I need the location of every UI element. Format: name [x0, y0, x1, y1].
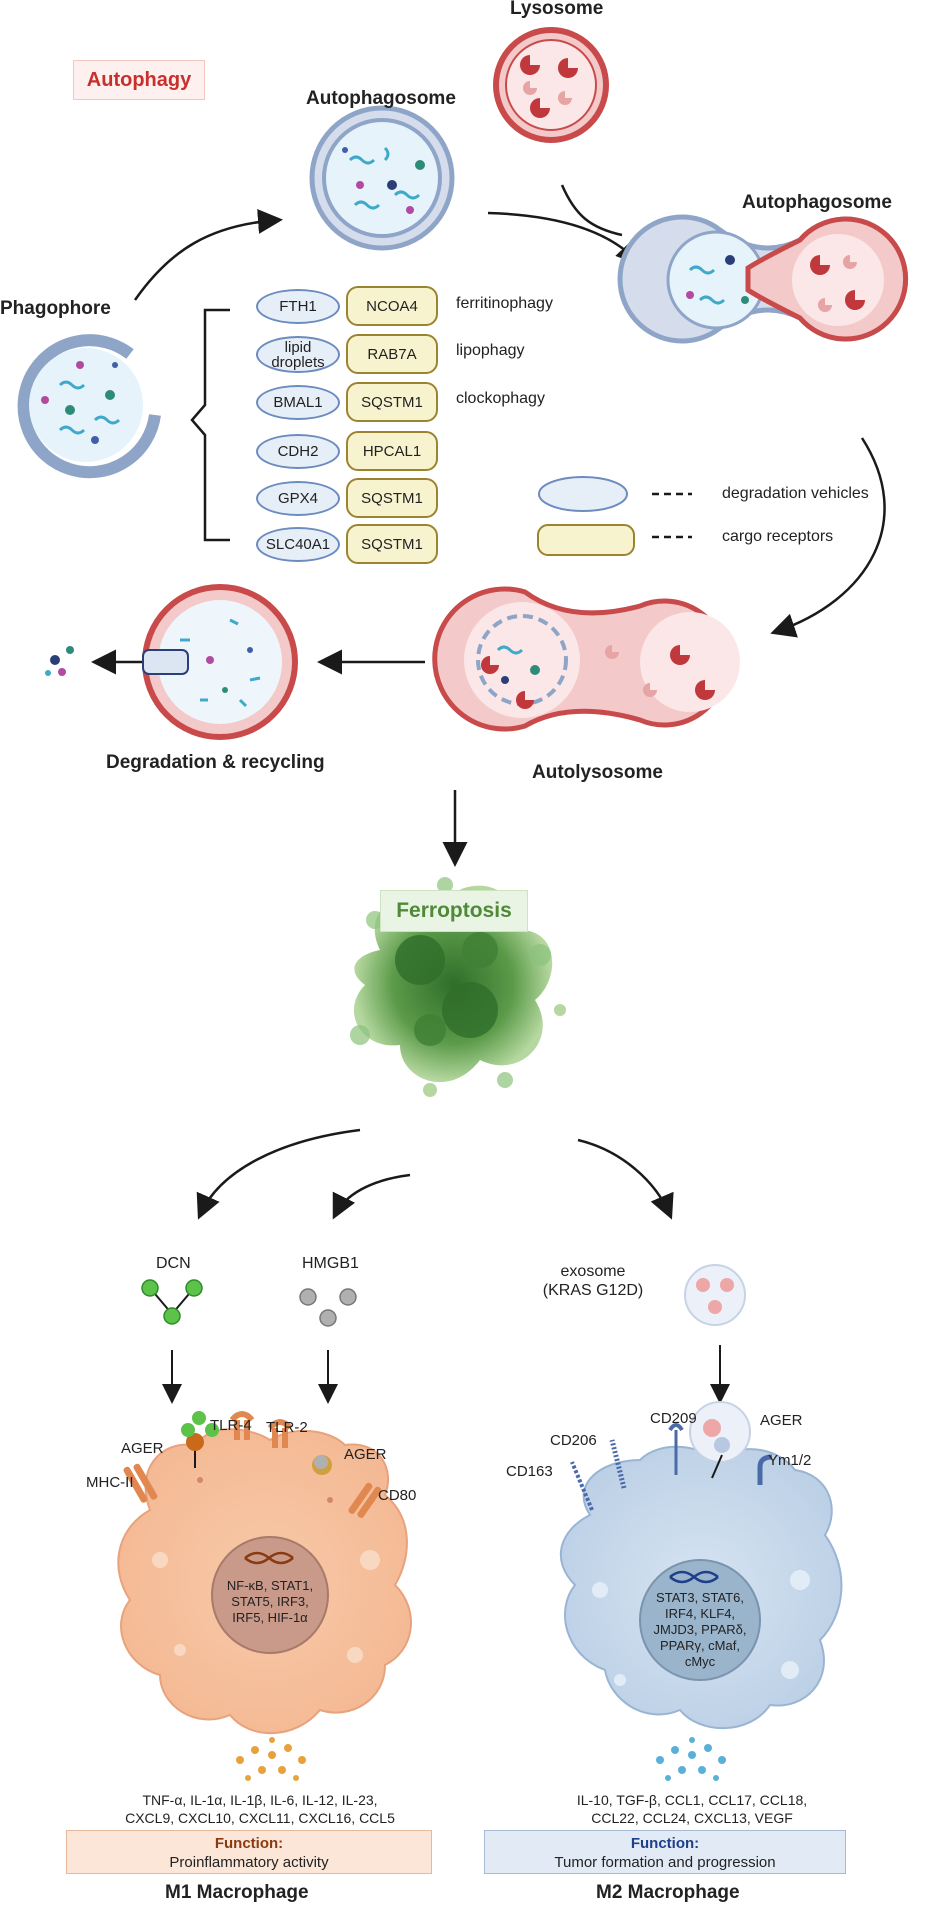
- m1-receptors: [123, 1411, 382, 1518]
- m2-nucleus-line: IRF4, KLF4,: [664, 1606, 736, 1621]
- m2-nucleus-text: STAT3, STAT6, IRF4, KLF4, JMJD3, PPARδ, …: [635, 1590, 765, 1670]
- mhc-label: MHC-II: [86, 1474, 134, 1491]
- hmgb1-icon: [299, 1288, 357, 1327]
- dna-icon: [244, 1551, 294, 1565]
- m1-nucleus-text: NF-κB, STAT1, STAT5, IRF3, IRF5, HIF-1α: [205, 1578, 335, 1626]
- ferroptosis-label: Ferroptosis: [396, 899, 512, 922]
- m2-nucleus-line: STAT3, STAT6,: [656, 1590, 744, 1605]
- autophagosome-top-label: Autophagosome: [306, 88, 456, 109]
- arrow-to-autolysosome: [770, 437, 886, 638]
- pair-type: ferritinophagy: [456, 295, 553, 312]
- autolysosome-label: Autolysosome: [532, 762, 663, 783]
- autolysosome-icon: [432, 586, 740, 732]
- m2-secreted: IL-10, TGF-β, CCL1, CCL17, CCL18, CCL22,…: [522, 1791, 862, 1827]
- dcn-label: DCN: [156, 1255, 191, 1272]
- m1-nucleus-line: IRF5, HIF-1α: [232, 1610, 308, 1625]
- m2-nucleus-line: cMyc: [684, 1654, 716, 1669]
- autophagosome-icon: [309, 105, 455, 251]
- vehicle-pill: GPX4: [256, 481, 340, 516]
- m1-name: M1 Macrophage: [165, 1882, 309, 1903]
- tlr4-label: TLR-4: [210, 1417, 252, 1434]
- arrow-phagophore-to-autophagosome: [133, 209, 283, 301]
- receptor-pill: HPCAL1: [346, 431, 438, 471]
- ferroptosis-label-box: Ferroptosis: [380, 890, 528, 932]
- m1-nucleus-line: STAT5, IRF3,: [231, 1594, 309, 1609]
- bracket: [190, 308, 230, 542]
- autophagosome-fusion-icon: [617, 214, 909, 344]
- m1-secreted-line: TNF-α, IL-1α, IL-1β, IL-6, IL-12, IL-23,: [142, 1792, 378, 1808]
- arrow-to-hmgb1: [332, 1173, 411, 1220]
- phagophore-icon: [17, 334, 161, 479]
- cd163-label: CD163: [506, 1463, 553, 1480]
- m1-secreted: TNF-α, IL-1α, IL-1β, IL-6, IL-12, IL-23,…: [90, 1791, 430, 1827]
- degradation-label: Degradation & recycling: [106, 752, 325, 773]
- exosome-label: exosome (KRAS G12D): [538, 1262, 648, 1300]
- autophagosome-right-label: Autophagosome: [742, 192, 892, 213]
- autophagy-label: Autophagy: [86, 68, 192, 91]
- m1-secreted-line: CXCL9, CXCL10, CXCL11, CXCL16, CCL5: [125, 1810, 395, 1826]
- m2-nucleus-line: JMJD3, PPARδ,: [653, 1622, 747, 1637]
- m2-function-box: Function: Tumor formation and progressio…: [484, 1830, 846, 1874]
- cd80-label: CD80: [378, 1487, 417, 1504]
- m1-function-text: Proinflammatory activity: [169, 1854, 329, 1871]
- vehicle-pill: BMAL1: [256, 385, 340, 420]
- pair-type: clockophagy: [456, 390, 545, 407]
- ager-left-label: AGER: [121, 1440, 164, 1457]
- exosome-line: (KRAS G12D): [542, 1282, 644, 1299]
- receptor-pill: SQSTM1: [346, 478, 438, 518]
- lysosome-label: Lysosome: [510, 0, 604, 19]
- lysosome-icon: [493, 27, 609, 143]
- receptor-pill: NCOA4: [346, 286, 438, 326]
- vehicle-pill: lipid droplets: [256, 336, 340, 373]
- ager-right-label: AGER: [344, 1446, 387, 1463]
- receptor-pill: SQSTM1: [346, 524, 438, 564]
- hmgb1-label: HMGB1: [302, 1255, 359, 1272]
- arrow-autophagosome-to-fusion: [487, 211, 642, 266]
- vehicle-pill: SLC40A1: [256, 527, 340, 562]
- dna-icon: [669, 1570, 719, 1584]
- m2-name: M2 Macrophage: [596, 1882, 740, 1903]
- phagophore-label: Phagophore: [0, 298, 111, 319]
- m2-function-text: Tumor formation and progression: [554, 1854, 776, 1871]
- m2-receptors: [570, 1401, 773, 1511]
- m1-function-box: Function: Proinflammatory activity: [66, 1830, 432, 1874]
- dcn-icon: [141, 1279, 203, 1325]
- receptor-pill: RAB7A: [346, 334, 438, 374]
- pair-type: lipophagy: [456, 342, 525, 359]
- ym-label: Ym1/2: [768, 1452, 812, 1469]
- tlr2-label: TLR-2: [266, 1419, 308, 1436]
- m1-secretion-dots: [236, 1737, 306, 1781]
- receptor-pill: SQSTM1: [346, 382, 438, 422]
- m2-nucleus-line: PPARγ, cMaf,: [660, 1638, 740, 1653]
- arrow-to-dcn: [196, 1128, 361, 1220]
- m2-secreted-line: CCL22, CCL24, CXCL13, VEGF: [591, 1810, 793, 1826]
- vehicle-pill: FTH1: [256, 289, 340, 324]
- arrow-to-exosome: [577, 1138, 674, 1220]
- exosome-icon: [684, 1264, 746, 1326]
- cd206-label: CD206: [550, 1432, 597, 1449]
- m2-secretion-dots: [656, 1737, 726, 1781]
- degradation-lysosome-icon: [45, 584, 298, 740]
- macrophage-m1-icon: [117, 1428, 412, 1735]
- ferroptosis-cell-icon: [350, 877, 566, 1097]
- ager-m2-label: AGER: [760, 1412, 803, 1429]
- legend-vehicle-shape: [538, 476, 628, 512]
- vehicle-pill: CDH2: [256, 434, 340, 469]
- exosome-line: exosome: [560, 1263, 626, 1280]
- autophagy-label-box: Autophagy: [73, 60, 205, 100]
- m1-function-title: Function:: [214, 1835, 284, 1852]
- m2-function-title: Function:: [630, 1835, 700, 1852]
- m2-secreted-line: IL-10, TGF-β, CCL1, CCL17, CCL18,: [576, 1792, 808, 1808]
- cd209-label: CD209: [650, 1410, 697, 1427]
- legend-vehicles-label: degradation vehicles: [722, 485, 869, 502]
- legend-receptor-shape: [537, 524, 635, 556]
- m1-nucleus-line: NF-κB, STAT1,: [226, 1578, 314, 1593]
- legend-receptors-label: cargo receptors: [722, 528, 834, 545]
- arrow-lysosome-to-fusion: [560, 184, 623, 237]
- macrophage-m2-icon: [559, 1445, 843, 1730]
